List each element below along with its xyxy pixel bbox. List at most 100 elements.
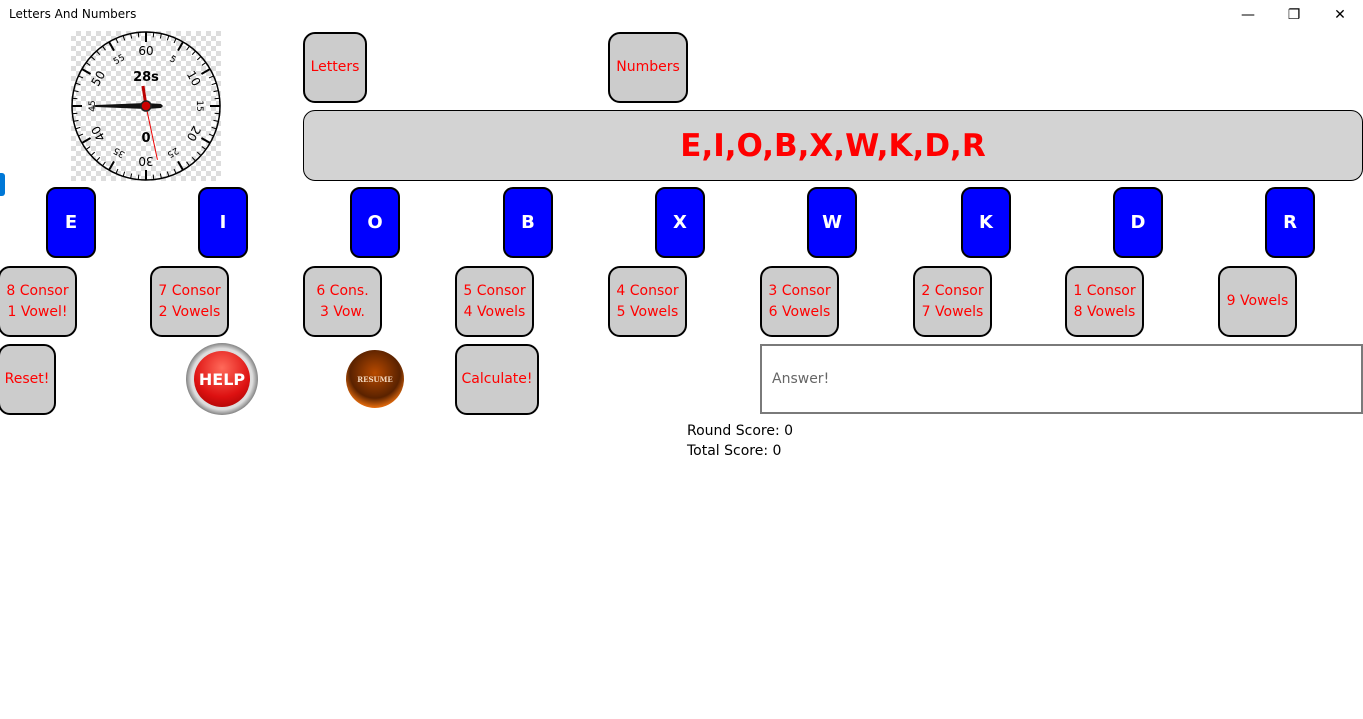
round-score: Round Score: 0: [687, 423, 794, 439]
clock-tick: [85, 146, 91, 150]
clock-tick: [108, 160, 115, 171]
clock-tick: [102, 161, 106, 167]
numbers-button[interactable]: Numbers: [608, 32, 688, 103]
reset-button[interactable]: Reset!: [0, 344, 56, 415]
window-title: Letters And Numbers: [9, 7, 137, 21]
clock-tick: [208, 75, 214, 79]
clock-tick: [115, 168, 119, 174]
total-score: Total Score: 0: [687, 443, 782, 459]
clock-tick: [166, 171, 170, 177]
clock-tick: [137, 174, 140, 180]
clock-tick: [75, 82, 81, 86]
clock-tick: [115, 38, 119, 44]
clock-tick: [102, 45, 106, 51]
clock-tick: [211, 126, 217, 130]
clock-tick: [200, 137, 211, 144]
answer-input[interactable]: [760, 344, 1363, 414]
clock-tick: [72, 112, 78, 115]
resume-button[interactable]: RESUME: [346, 350, 404, 408]
dial-number: 50: [88, 68, 108, 88]
dial-number: 60: [138, 44, 153, 58]
clock-tick: [214, 97, 220, 100]
dial-number: 40: [88, 123, 108, 143]
clock-tick: [186, 161, 190, 167]
minimize-button[interactable]: —: [1241, 7, 1255, 23]
letter-tile[interactable]: R: [1265, 187, 1315, 258]
help-button[interactable]: HELP: [186, 343, 258, 415]
clock-tick: [137, 32, 140, 38]
clock-tick: [200, 68, 211, 75]
clock-tick: [90, 151, 96, 156]
clock-tick: [130, 33, 133, 39]
clock-tick: [166, 35, 170, 41]
clock-tick: [196, 56, 202, 61]
clock-tick: [108, 41, 115, 52]
dial-number: 55: [112, 53, 127, 67]
clock-tick: [191, 50, 196, 56]
dial-number: 30: [138, 154, 153, 168]
clock-center: [140, 100, 152, 112]
clock-tick: [213, 119, 219, 122]
clock-tick: [130, 173, 133, 179]
clock-tick: [96, 156, 101, 162]
consonant-vowel-choice-button[interactable]: 9 Vowels: [1218, 266, 1297, 337]
consonant-vowel-choice-button[interactable]: 8 Consor 1 Vowel!: [0, 266, 77, 337]
dial-number: 20: [184, 123, 204, 143]
minute-hand: [91, 103, 163, 109]
dial-number: 10: [184, 68, 204, 88]
clock-tick: [177, 160, 184, 171]
consonant-vowel-choice-button[interactable]: 1 Consor 8 Vowels: [1065, 266, 1144, 337]
clock-tick: [186, 45, 190, 51]
clock-tick: [213, 90, 219, 93]
letter-tile[interactable]: E: [46, 187, 96, 258]
restore-button[interactable]: ❐: [1287, 7, 1301, 23]
clock-tick: [96, 50, 101, 56]
clock-tick: [81, 137, 92, 144]
consonant-vowel-choice-button[interactable]: 2 Consor 7 Vowels: [913, 266, 992, 337]
stopwatch-clock: 6051015202530354045505528s0: [71, 31, 221, 181]
consonant-vowel-choice-button[interactable]: 7 Consor 2 Vowels: [150, 266, 229, 337]
consonant-vowel-choice-button[interactable]: 3 Consor 6 Vowels: [760, 266, 839, 337]
clock-tick: [159, 33, 162, 39]
letter-tile[interactable]: D: [1113, 187, 1163, 258]
consonant-vowel-choice-button[interactable]: 5 Consor 4 Vowels: [455, 266, 534, 337]
clock-tick: [75, 126, 81, 130]
letter-tile[interactable]: I: [198, 187, 248, 258]
clock-tick: [173, 38, 177, 44]
clock-tick: [85, 62, 91, 66]
clock-tick: [81, 68, 92, 75]
consonant-vowel-choice-button[interactable]: 4 Consor 5 Vowels: [608, 266, 687, 337]
clock-face: 6051015202530354045505528s0: [71, 31, 221, 181]
clock-tick: [214, 112, 220, 115]
letter-tile[interactable]: X: [655, 187, 705, 258]
clock-tick: [122, 171, 126, 177]
letter-tile[interactable]: B: [503, 187, 553, 258]
dial-number: 25: [165, 145, 180, 159]
letters-button[interactable]: Letters: [303, 32, 367, 103]
side-tab-indicator[interactable]: [0, 173, 5, 196]
clock-tick: [122, 35, 126, 41]
clock-tick: [90, 56, 96, 61]
clock-tick: [173, 168, 177, 174]
calculate-button[interactable]: Calculate!: [455, 344, 539, 415]
seconds-label: 28s: [133, 70, 159, 85]
clock-tick: [196, 151, 202, 156]
second-hand: [145, 105, 158, 160]
consonant-vowel-choice-button[interactable]: 6 Cons. 3 Vow.: [303, 266, 382, 337]
letter-tile[interactable]: K: [961, 187, 1011, 258]
clock-tick: [72, 97, 78, 100]
clock-tick: [191, 156, 196, 162]
clock-tick: [208, 133, 214, 137]
clock-tick: [201, 146, 207, 150]
clock-tick: [73, 119, 79, 122]
clock-tick: [73, 90, 79, 93]
clock-tick: [211, 82, 217, 86]
minutes-label: 0: [141, 131, 150, 146]
letters-display: E,I,O,B,X,W,K,D,R: [303, 110, 1363, 181]
clock-tick: [159, 173, 162, 179]
close-button[interactable]: ✕: [1334, 7, 1346, 23]
letter-tile[interactable]: W: [807, 187, 857, 258]
dial-number: 35: [112, 145, 127, 159]
letter-tile[interactable]: O: [350, 187, 400, 258]
help-label: HELP: [194, 351, 250, 407]
